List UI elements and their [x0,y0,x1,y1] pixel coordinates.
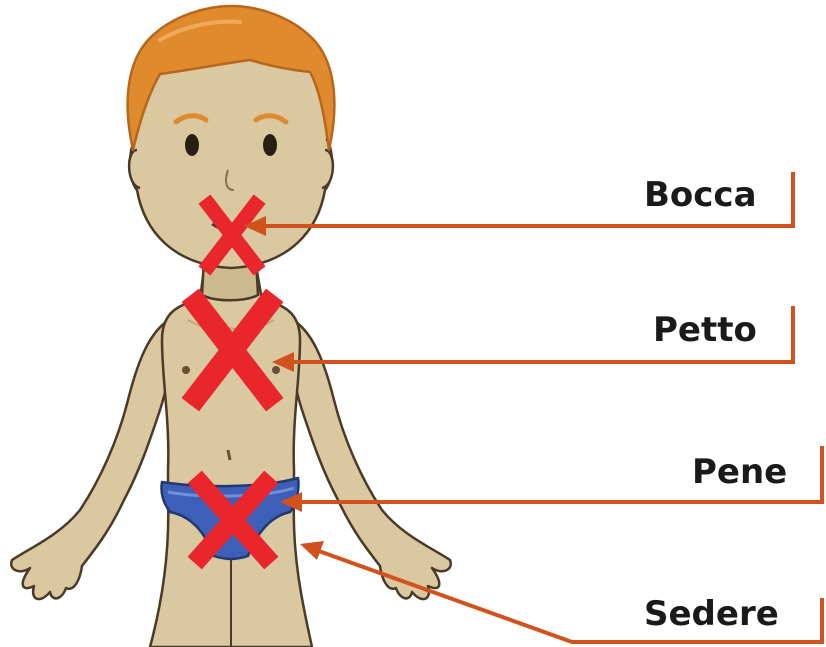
label-mouth: Bocca [644,178,757,212]
label-chest: Petto [653,313,757,347]
label-penis: Pene [692,455,787,489]
left-arm [11,318,176,599]
label-bottom: Sedere [644,597,779,631]
